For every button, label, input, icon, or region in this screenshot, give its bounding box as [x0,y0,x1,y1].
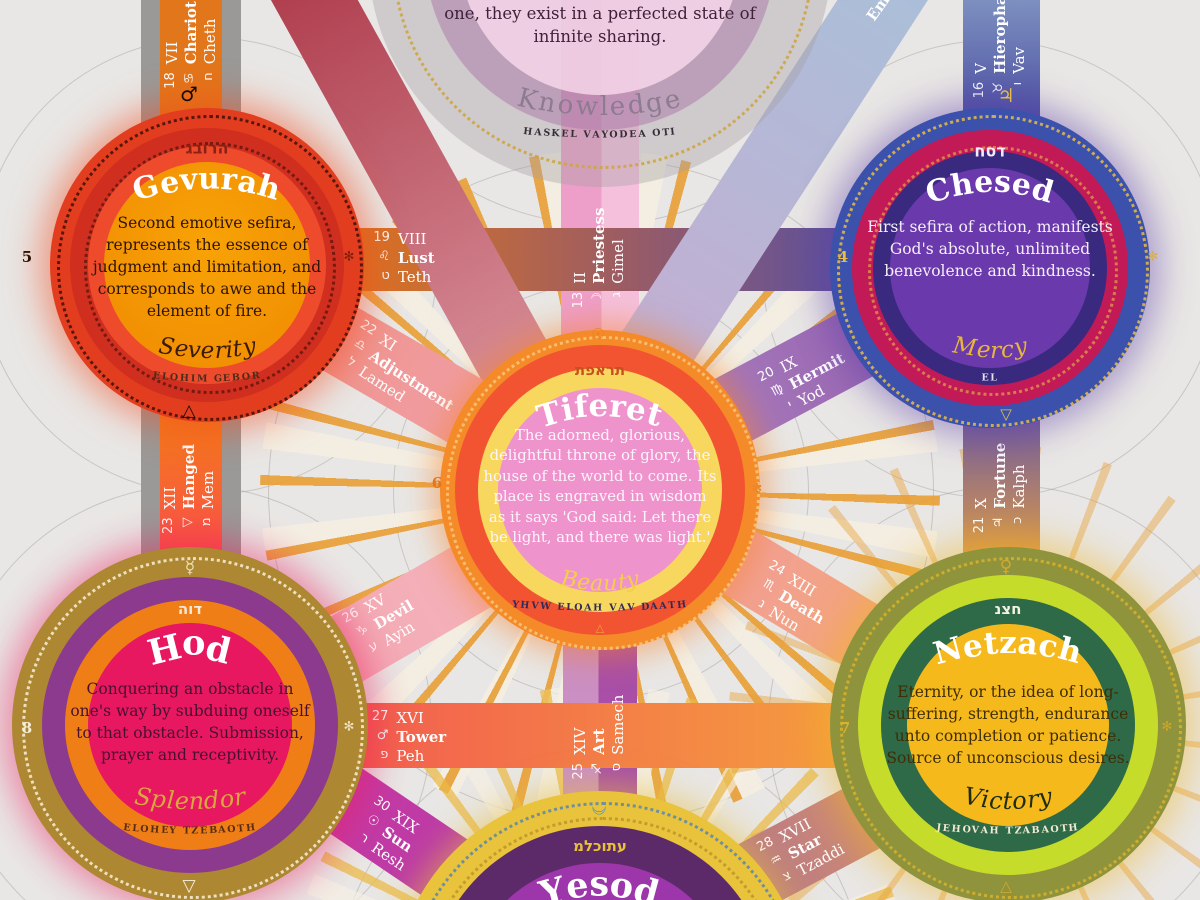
path-hanged-name: Hanged [179,444,198,510]
path-priestess-roman: II [570,271,589,284]
hebrew-letter-ayin: ע [365,637,381,655]
path-hierophant-name: Hierophant [990,0,1009,74]
hebrew-letter-gimel: ג [608,291,624,298]
path-hanged-letter-name: Mem [198,470,217,510]
taurus-icon: ♉ [990,81,1006,94]
path-hanged-number: 23 [160,517,176,534]
path-priestess-number: 13 [570,291,586,309]
path-chariot-roman: VII [162,41,181,65]
path-label-hanged: 23 XII ▽ Hanged מ Mem [161,444,217,534]
sagittarius-icon: ♐ [589,762,605,775]
hebrew-letter-tzaddi: צ [779,867,794,885]
path-label-tower: 27 XVI ♂ Tower פ Peh [372,709,446,765]
hebrew-letter-lamed: ל [344,353,359,371]
hebrew-letter-kaph: כ [1009,516,1025,524]
path-lust-roman: VIII [397,229,427,248]
path-hierophant-letter-name: Vav [1009,46,1028,74]
path-art-number: 25 [570,762,586,780]
path-chariot-letter-name: Cheth [200,18,219,65]
path-tower-name: Tower [396,727,447,746]
path-label-hierophant: 16 V ♉ Hierophant ו Vav [972,0,1028,98]
path-priestess-letter-name: Gimel [608,239,627,284]
water-triangle-icon: ▽ [179,517,195,528]
path-lust-letter-name: Teth [397,267,432,286]
leo-icon: ♌ [378,248,390,264]
path-fortune-letter-name: Kalph [1009,464,1028,509]
path-band-tower [330,703,860,768]
path-fortune-number: 21 [971,516,987,534]
path-band-fortune [963,406,1040,564]
path-art-letter-name: Samech [608,694,627,755]
hebrew-letter-nun: נ [756,595,769,612]
hebrew-letter-cheth: ח [200,72,216,81]
hebrew-letter-teth: ט [381,267,390,283]
path-art-roman: XIV [570,727,589,755]
path-priestess-name: Priestess [589,207,608,284]
mars-icon: ♂ [376,727,389,743]
path-tower-roman: XVI [396,708,424,727]
path-art-name: Art [589,728,608,755]
moon-icon: ☽ [589,291,605,304]
path-tower-number: 27 [371,708,389,724]
path-band-hierophant [963,0,1040,125]
path-label-chariot: 18 VII ♋ Chariot ח Cheth [163,1,219,89]
path-label-priestess: 13 II ☽ Priestess ג Gimel [571,208,627,309]
path-tower-letter-name: Peh [396,746,425,765]
path-lust-name: Lust [397,248,435,267]
hebrew-letter-samech: ס [608,762,624,772]
path-label-fortune: 21 X ♃ Fortune כ Kalph [972,443,1028,534]
path-fortune-name: Fortune [990,442,1009,509]
cancer-icon: ♋ [181,72,197,84]
hebrew-letter-yod: י [785,397,795,413]
path-hierophant-number: 16 [971,81,987,99]
path-fortune-roman: X [971,498,990,509]
hebrew-letter-mem: מ [198,517,214,527]
path-chariot-name: Chariot [181,1,200,65]
path-chariot-number: 18 [162,72,178,89]
path-label-art: 25 XIV ♐ Art ס Samech [571,695,627,780]
jupiter-icon: ♃ [990,516,1006,529]
path-hanged-roman: XII [160,486,179,510]
hebrew-letter-peh: פ [380,746,389,762]
path-label-lust: 19 VIII ♌ Lust ט Teth [373,230,434,286]
hebrew-letter-resh: ר [357,829,372,847]
path-lust-number: 19 [373,229,390,245]
scorpio-icon: ♏ [760,576,779,596]
path-hierophant-roman: V [971,63,990,74]
hebrew-letter-vav: ו [1009,81,1025,86]
